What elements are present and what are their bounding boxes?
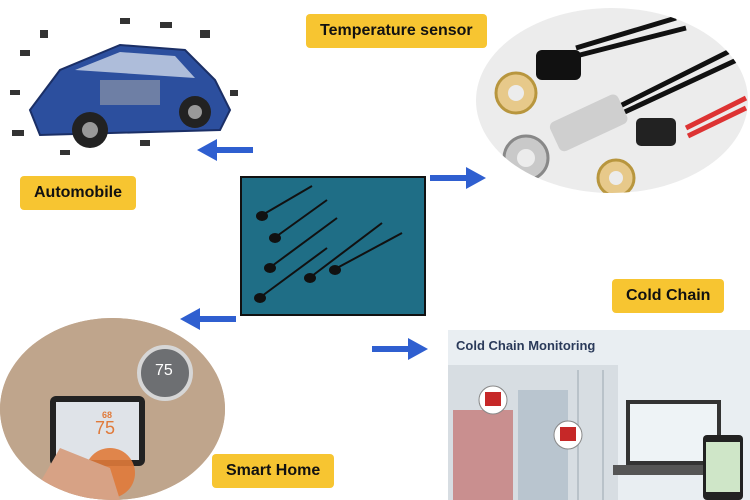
tablet-display: 75 <box>95 418 116 438</box>
arrow-to-temperature-sensor-icon <box>430 167 486 189</box>
cold-chain-label: Cold Chain <box>612 279 725 313</box>
cold-chain-monitoring-title: Cold Chain Monitoring <box>456 338 596 353</box>
smart-home-image: 75 68 75 <box>0 318 225 500</box>
temperature-sensor-image <box>476 8 748 193</box>
automobile-label: Automobile <box>20 176 136 210</box>
tablet-setpoint: 68 <box>102 410 113 420</box>
ring-terminal-sensors <box>494 15 748 193</box>
cold-chain-image: Cold Chain Monitoring <box>448 330 750 500</box>
arrow-to-cold-chain-icon <box>372 338 428 360</box>
thermistor-probes <box>254 185 403 303</box>
car-illustration <box>10 18 238 155</box>
arrow-to-smart-home-icon <box>180 308 236 330</box>
automobile-image <box>0 0 250 170</box>
temperature-sensor-label: Temperature sensor <box>306 14 487 48</box>
warehouse-scene <box>448 365 743 500</box>
smart-home-label: Smart Home <box>212 454 335 488</box>
smart-home-scene <box>0 318 225 500</box>
arrow-to-automobile-icon <box>197 139 253 161</box>
thermistor-image <box>240 176 426 316</box>
thermostat-display: 75 <box>155 362 173 379</box>
